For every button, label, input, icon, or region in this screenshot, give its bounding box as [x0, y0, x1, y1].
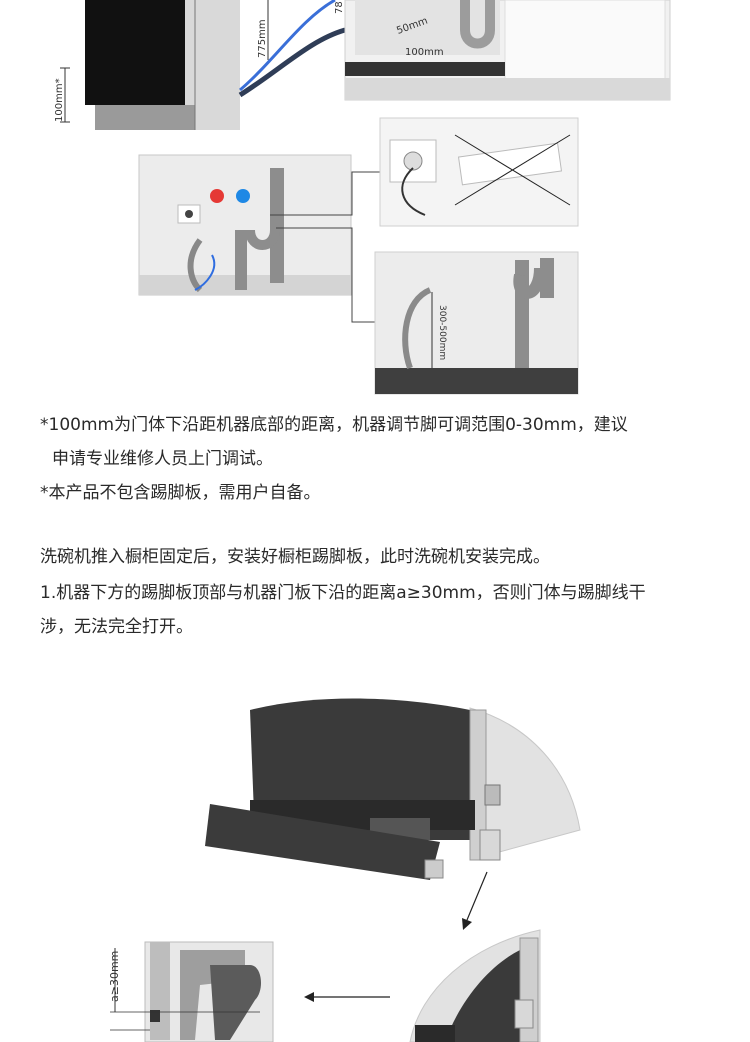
install-line-1: 洗碗机推入橱柜固定后，安装好橱柜踢脚板，此时洗碗机安装完成。	[40, 547, 550, 567]
dishwasher-door	[85, 0, 185, 105]
arrow-down-icon	[462, 918, 472, 930]
installation-illustration: 100mm* 775mm 78 50mm 100mm 300-500mm	[54, 0, 671, 395]
hot-valve-icon	[210, 189, 224, 203]
range-300-500-label: 300-500mm	[437, 305, 447, 360]
kickboard	[205, 804, 440, 880]
cold-valve-icon	[236, 189, 250, 203]
cut-78-label: 78	[334, 1, 345, 14]
door-swing-fan	[469, 707, 581, 861]
height-775-label: 775mm	[257, 19, 268, 58]
dim-100-label: 100mm	[405, 47, 444, 58]
install-line-2: 1.机器下方的踢脚板顶部与机器门板下沿的距离a≥30mm，否则门体与踢脚线干	[40, 583, 646, 603]
note-line-3: *本产品不包含踢脚板，需用户自备。	[40, 483, 321, 503]
height-100-label: 100mm*	[54, 78, 65, 122]
gap-label: a≥30mm	[108, 951, 121, 1002]
note-line-1: *100mm为门体下沿距机器底部的距离，机器调节脚可调范围0-30mm，建议	[40, 415, 628, 435]
dishwasher-base	[95, 105, 195, 130]
kickboard-illustration: a≥30mm	[108, 698, 581, 1042]
install-line-3: 涉，无法完全打开。	[40, 617, 193, 637]
water-hose	[239, 0, 336, 92]
note-line-2: 申请专业维修人员上门调试。	[52, 449, 273, 469]
arrow-left-icon	[304, 992, 314, 1002]
drain-hose	[238, 27, 346, 98]
